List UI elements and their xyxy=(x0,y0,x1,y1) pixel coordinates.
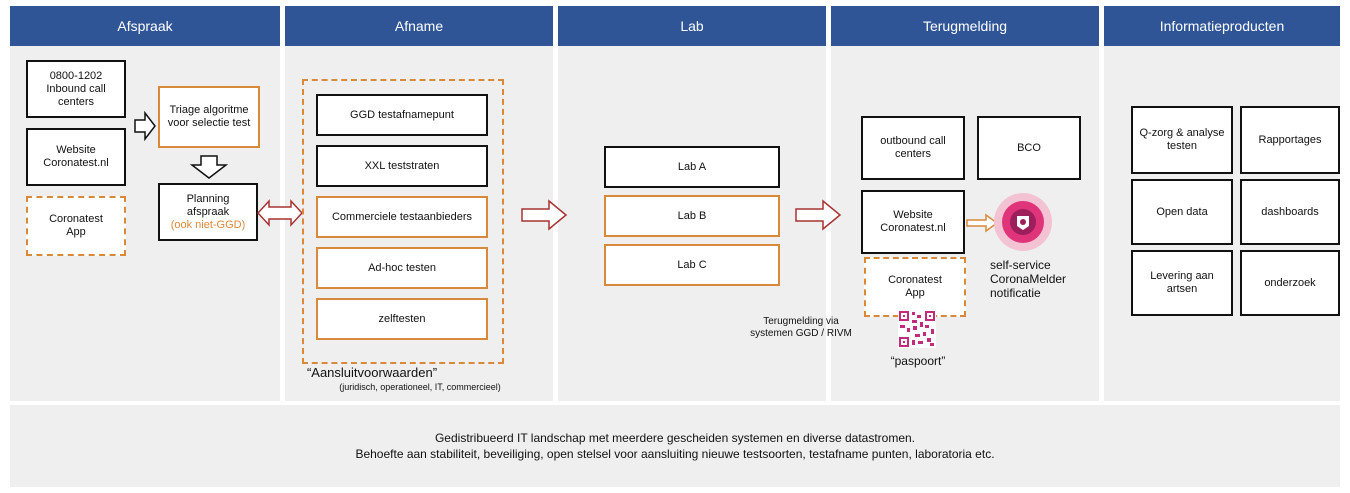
levering-line-1: Levering aan xyxy=(1150,270,1214,282)
inbound-call-centers-box: 0800-1202 Inbound call centers xyxy=(26,60,126,118)
afname-item-commercieel: Commerciele testaanbieders xyxy=(316,196,488,238)
info-item-rapportages: Rapportages xyxy=(1240,106,1340,174)
website-line-2: Coronatest.nl xyxy=(43,157,109,169)
planning-line-1: Planning xyxy=(186,192,230,205)
aansluitvoorwaarden-frame xyxy=(302,79,504,364)
coronatest-app-box: Coronatest App xyxy=(26,196,126,256)
inbound-line-2: Inbound call xyxy=(46,82,106,95)
afname-item-xxl: XXL teststraten xyxy=(316,145,488,187)
terug-website-line-2: Coronatest.nl xyxy=(880,222,946,234)
arrow-down-icon xyxy=(189,155,229,179)
arrow-right-icon xyxy=(134,110,156,142)
terug-app-box: Coronatest App xyxy=(864,257,966,317)
double-arrow-icon xyxy=(256,199,304,227)
triage-line-2: voor selectie test xyxy=(167,117,251,129)
aansluitvoorwaarden-caption: “Aansluitvoorwaarden” xyxy=(306,365,438,380)
lab-a-box: Lab A xyxy=(604,146,780,188)
triage-box: Triage algoritme voor selectie test xyxy=(158,86,260,148)
qr-code-icon xyxy=(898,310,936,348)
arrow-right-icon xyxy=(966,213,999,233)
terug-website-line-1: Website xyxy=(893,209,933,221)
planning-line-2: afspraak xyxy=(186,205,230,218)
afname-item-zelftesten: zelftesten xyxy=(316,298,488,340)
outbound-line-2: centers xyxy=(894,148,932,160)
terugmelding-via-text: Terugmelding via systemen GGD / RIVM xyxy=(736,316,866,340)
info-item-onderzoek: onderzoek xyxy=(1240,250,1340,316)
qzorg-line-2: testen xyxy=(1167,140,1197,152)
planning-afspraak-box: Planning afspraak (ook niet-GGD) xyxy=(158,183,258,241)
bco-box: BCO xyxy=(977,116,1081,180)
qzorg-line-1: Q-zorg & analyse xyxy=(1139,127,1225,139)
afname-item-adhoc: Ad-hoc testen xyxy=(316,247,488,289)
paspoort-text: “paspoort” xyxy=(890,354,946,368)
outbound-call-centers-box: outbound call centers xyxy=(861,116,965,180)
via-line-2: systemen GGD / RIVM xyxy=(750,328,852,339)
lab-c-box: Lab C xyxy=(604,244,780,286)
terug-website-box: Website Coronatest.nl xyxy=(861,190,965,254)
arrow-right-icon xyxy=(795,199,842,231)
coronamelder-logo-icon xyxy=(994,193,1052,251)
self-service-line-3: notificatie xyxy=(990,286,1041,300)
app-line-1: Coronatest xyxy=(49,213,103,225)
column-header-afname: Afname xyxy=(285,6,553,46)
inbound-line-3: centers xyxy=(57,95,95,108)
app-line-2: App xyxy=(66,226,86,238)
self-service-line-2: CoronaMelder xyxy=(990,272,1067,286)
afname-item-ggd: GGD testafnamepunt xyxy=(316,94,488,136)
arrow-right-icon xyxy=(521,199,568,231)
footer-line-1: Gedistribueerd IT landschap met meerdere… xyxy=(434,431,916,445)
outbound-line-1: outbound call xyxy=(880,135,946,147)
triage-line-1: Triage algoritme xyxy=(169,104,249,116)
lab-b-box: Lab B xyxy=(604,195,780,237)
terug-app-line-2: App xyxy=(905,287,925,299)
footer-panel: Gedistribueerd IT landschap met meerdere… xyxy=(10,405,1340,487)
footer-line-2: Behoefte aan stabiliteit, beveiliging, o… xyxy=(355,447,995,461)
inbound-line-1: 0800-1202 xyxy=(49,69,103,82)
self-service-line-1: self-service xyxy=(990,258,1051,272)
column-header-lab: Lab xyxy=(558,6,826,46)
column-header-terugmelding: Terugmelding xyxy=(831,6,1099,46)
terug-app-line-1: Coronatest xyxy=(888,274,942,286)
via-line-1: Terugmelding via xyxy=(763,316,839,327)
info-item-qzorg: Q-zorg & analyse testen xyxy=(1131,106,1233,174)
column-header-informatieproducten: Informatieproducten xyxy=(1104,6,1340,46)
info-item-open-data: Open data xyxy=(1131,179,1233,245)
levering-line-2: artsen xyxy=(1166,283,1198,295)
website-line-1: Website xyxy=(56,144,96,156)
planning-note: (ook niet-GGD) xyxy=(170,218,246,231)
info-item-levering: Levering aan artsen xyxy=(1131,250,1233,316)
column-header-afspraak: Afspraak xyxy=(10,6,280,46)
info-item-dashboards: dashboards xyxy=(1240,179,1340,245)
aansluitvoorwaarden-sub: (juridisch, operationeel, IT, commerciee… xyxy=(339,382,501,392)
website-box: Website Coronatest.nl xyxy=(26,128,126,186)
self-service-text: self-service CoronaMelder notificatie xyxy=(990,258,1090,300)
